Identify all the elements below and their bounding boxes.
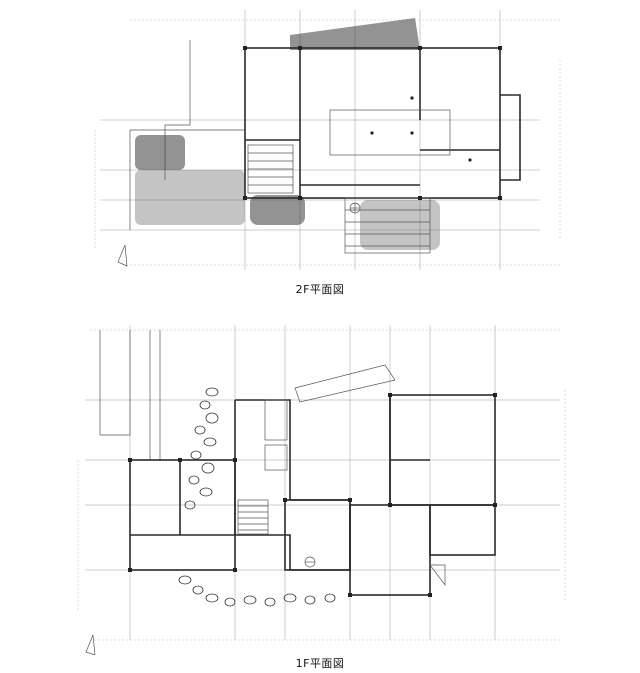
- corner-detail-1f: [429, 564, 446, 587]
- roof-shading-left: [135, 135, 440, 250]
- columns-2f: [243, 46, 502, 200]
- floor-plan-2f: [94, 10, 561, 270]
- walls-1f: [129, 394, 496, 596]
- north-arrow-1f: [85, 634, 96, 655]
- roof-overhang-1f: [294, 364, 396, 403]
- floor-plan-1f: [77, 325, 566, 655]
- roof-shading-top: [290, 18, 420, 50]
- dimension-lines-1f: [77, 325, 566, 641]
- stair-2f: [247, 144, 294, 194]
- north-arrow-2f: [117, 244, 128, 267]
- caption-2f-plan: 2F平面図: [295, 283, 345, 296]
- garden-stones-1f: [178, 387, 336, 607]
- site-boundary-1f: [99, 330, 161, 460]
- stair-1f: [237, 499, 269, 535]
- caption-1f-plan: 1F平面図: [295, 657, 345, 670]
- columns-1f: [128, 393, 497, 597]
- walls-2f: [244, 47, 521, 254]
